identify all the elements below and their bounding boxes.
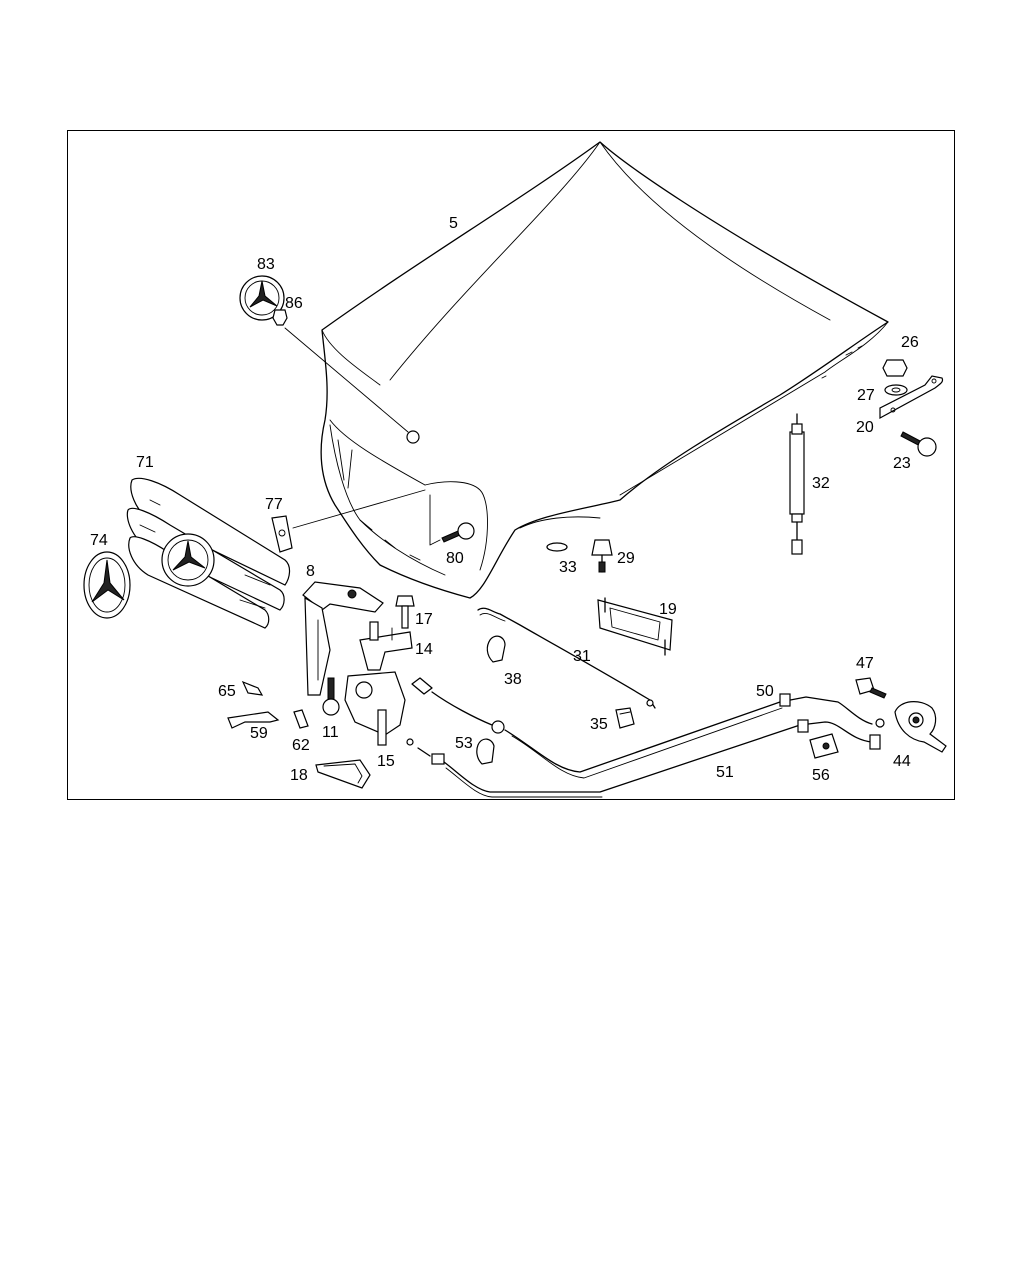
label-44: 44 bbox=[893, 753, 911, 770]
label-11: 11 bbox=[322, 724, 339, 741]
label-33: 33 bbox=[559, 559, 577, 576]
clip-65-part bbox=[241, 680, 264, 696]
hinge-nut-part bbox=[882, 359, 908, 377]
label-20: 20 bbox=[856, 419, 874, 436]
label-19: 19 bbox=[659, 601, 677, 618]
bowden-cable-51-part bbox=[406, 719, 881, 798]
release-cable-part bbox=[477, 607, 656, 709]
label-62: 62 bbox=[292, 737, 310, 754]
label-35: 35 bbox=[590, 716, 608, 733]
lock-bracket-part bbox=[302, 581, 384, 696]
retaining-clip-part bbox=[271, 489, 426, 553]
label-56: 56 bbox=[812, 767, 830, 784]
label-23: 23 bbox=[893, 455, 911, 472]
hood-lock-part bbox=[344, 671, 406, 746]
label-8: 8 bbox=[306, 563, 315, 580]
seal-ring-part bbox=[546, 542, 568, 552]
safety-catch-part bbox=[359, 621, 413, 671]
label-18: 18 bbox=[290, 767, 308, 784]
grille-star-part bbox=[83, 551, 131, 619]
bump-stop-part bbox=[591, 539, 613, 573]
label-27: 27 bbox=[857, 387, 875, 404]
label-50: 50 bbox=[756, 683, 774, 700]
label-77: 77 bbox=[265, 496, 283, 513]
rubber-buffer-part bbox=[615, 707, 635, 729]
label-71: 71 bbox=[136, 454, 154, 471]
label-14: 14 bbox=[415, 641, 433, 658]
handle-18-part bbox=[315, 759, 371, 789]
label-5: 5 bbox=[449, 215, 458, 232]
bowden-cable-50-part bbox=[411, 677, 885, 779]
cable-clip-38-part bbox=[486, 635, 506, 663]
adjust-bolt-part bbox=[395, 595, 415, 629]
label-86: 86 bbox=[285, 295, 303, 312]
label-38: 38 bbox=[504, 671, 522, 688]
label-26: 26 bbox=[901, 334, 919, 351]
label-53: 53 bbox=[455, 735, 473, 752]
label-15: 15 bbox=[377, 753, 395, 770]
cable-holder-53-part bbox=[476, 738, 495, 765]
hood-part bbox=[320, 141, 889, 599]
label-51: 51 bbox=[716, 764, 734, 781]
bracket-screw-part bbox=[322, 677, 340, 716]
diagram-frame bbox=[67, 130, 955, 800]
label-59: 59 bbox=[250, 725, 268, 742]
label-32: 32 bbox=[812, 475, 830, 492]
hood-screw-part bbox=[441, 522, 475, 543]
radiator-grille-part bbox=[126, 477, 291, 629]
label-17: 17 bbox=[415, 611, 433, 628]
label-47: 47 bbox=[856, 655, 874, 672]
release-lever-part bbox=[894, 701, 947, 753]
hood-emblem-part bbox=[239, 275, 285, 321]
label-83: 83 bbox=[257, 256, 275, 273]
clip-62-part bbox=[293, 709, 309, 729]
hinge-screw-part bbox=[900, 431, 937, 457]
emblem-bolt-part bbox=[272, 309, 409, 433]
label-31: 31 bbox=[573, 648, 591, 665]
hinge-washer-part bbox=[884, 384, 908, 396]
label-74: 74 bbox=[90, 532, 108, 549]
lever-59-part bbox=[227, 711, 280, 729]
label-65: 65 bbox=[218, 683, 236, 700]
hood-hinge-part bbox=[879, 375, 944, 420]
label-80: 80 bbox=[446, 550, 464, 567]
label-29: 29 bbox=[617, 550, 635, 567]
gas-strut-part bbox=[789, 413, 805, 555]
cable-guide-part bbox=[597, 597, 673, 656]
release-screw-part bbox=[855, 677, 887, 699]
cable-holder-56-part bbox=[809, 733, 839, 759]
